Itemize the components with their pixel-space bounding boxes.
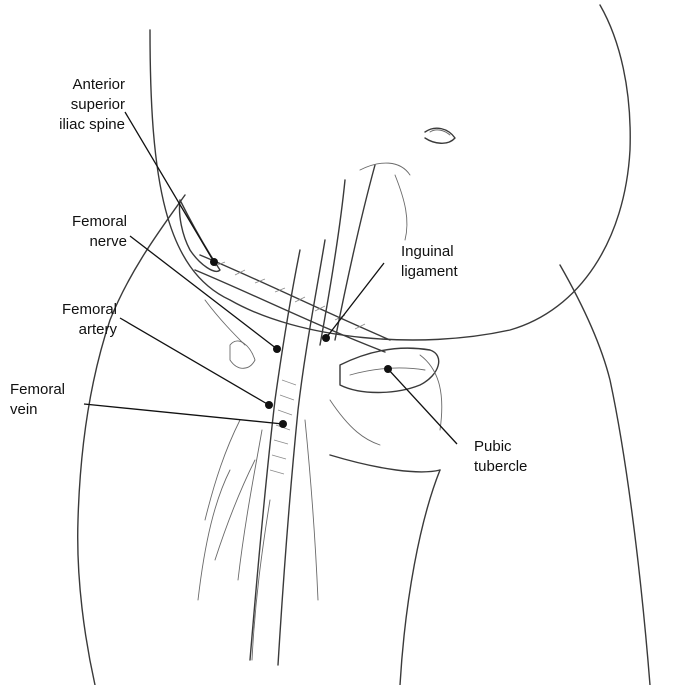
left-thigh-outline [78,195,185,685]
femoral-nerve-leader [130,236,277,349]
label-inguinal-ligament-line-1: Inguinal [401,242,501,262]
pubic-tubercle-point [384,365,392,373]
label-asis-line-2: superior [12,95,125,115]
label-pubic-tubercle-line-1: Pubic [474,437,564,457]
label-femoral-vein-line-2: vein [10,400,100,420]
asis-leader [125,112,214,262]
femoral-nerve-point [273,345,281,353]
label-asis-line-1: Anterior [12,75,125,95]
label-femoral-artery-line-2: artery [10,320,117,340]
label-femoral-nerve: Femoral nerve [20,212,127,252]
label-inguinal-ligament-line-2: ligament [401,262,501,282]
femoral-vein-leader [84,404,283,424]
asis-point [210,258,218,266]
label-femoral-artery: Femoral artery [10,300,117,340]
label-femoral-nerve-line-2: nerve [20,232,127,252]
pubic-tubercle-leader [388,369,457,444]
inner-thigh-curve [400,470,440,685]
femoral-vein-point [279,420,287,428]
label-pubic-tubercle: Pubic tubercle [474,437,564,477]
label-femoral-artery-line-1: Femoral [10,300,117,320]
femoral-artery-point [265,401,273,409]
label-inguinal-ligament: Inguinal ligament [401,242,501,282]
label-femoral-nerve-line-1: Femoral [20,212,127,232]
label-femoral-vein-line-1: Femoral [10,380,100,400]
femoral-artery-leader [120,318,269,405]
inguinal-ligament-point [322,334,330,342]
right-hip-outline [560,265,650,685]
label-pubic-tubercle-line-2: tubercle [474,457,564,477]
label-asis: Anterior superior iliac spine [12,75,125,135]
medial-thigh-outline [330,455,440,472]
label-asis-line-3: iliac spine [12,115,125,135]
abdomen-outline [150,5,630,340]
inguinal-ligament-leader [326,263,384,338]
label-femoral-vein: Femoral vein [10,380,100,420]
